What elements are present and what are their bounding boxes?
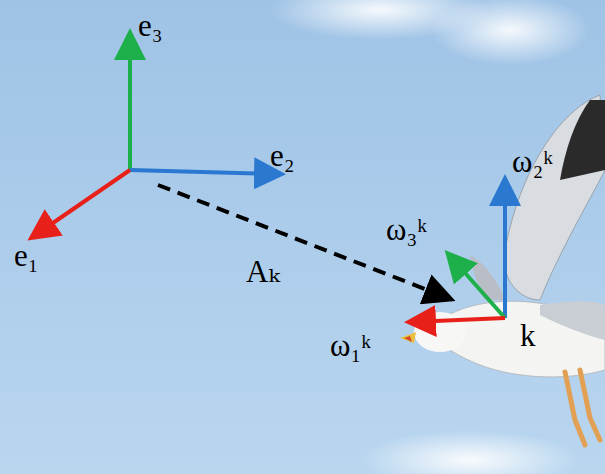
displacement-arrow xyxy=(158,185,448,298)
omega3-axis xyxy=(450,256,505,318)
point-label: k xyxy=(520,320,536,351)
axis-label: ω₁ᵏ xyxy=(330,330,371,361)
axis-label: e₃ xyxy=(138,10,163,41)
omega2-axis xyxy=(503,182,507,318)
e3-axis xyxy=(128,36,132,170)
axis-label: ω₃ᵏ xyxy=(386,214,427,245)
cloud xyxy=(360,430,580,474)
omega1-axis xyxy=(412,318,505,322)
e1-axis xyxy=(34,170,130,236)
axis-label: ω₂ᵏ xyxy=(512,146,553,177)
vector-label: Aₖ xyxy=(246,256,280,287)
axis-label: e₂ xyxy=(270,140,295,171)
axis-label: e₁ xyxy=(14,240,39,271)
gull xyxy=(400,95,605,445)
e2-axis xyxy=(130,170,278,174)
cloud xyxy=(430,0,590,65)
